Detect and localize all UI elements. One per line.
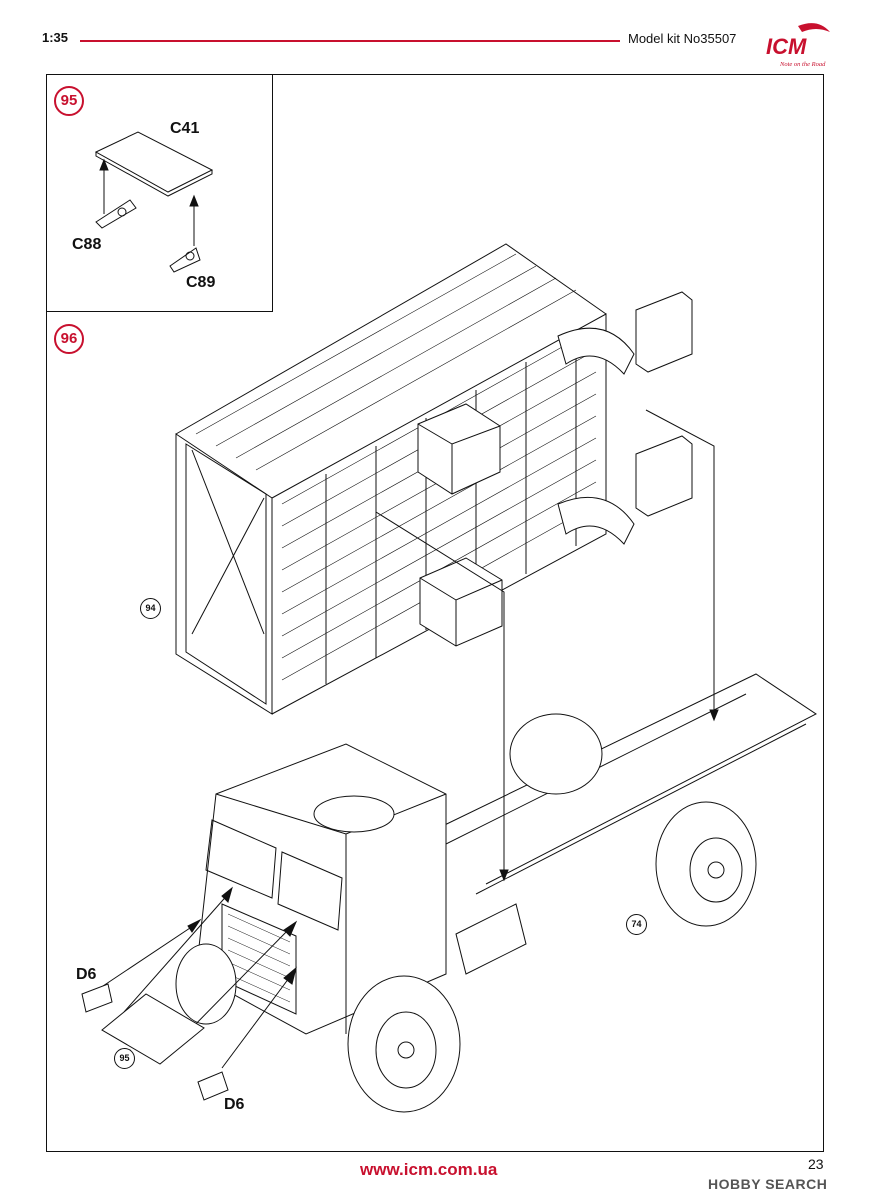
cargo-body-shape	[175, 243, 607, 715]
step-96-leaders	[375, 409, 719, 882]
part-label-c89: C89	[186, 274, 216, 291]
part-c88-shape	[95, 199, 137, 229]
part-label-c88: C88	[72, 236, 102, 253]
header-rule	[80, 40, 620, 42]
watermark: HOBBY SEARCH	[708, 1176, 828, 1192]
chassis-shape	[425, 673, 817, 927]
part-d6-left-shape	[81, 983, 113, 1013]
part-c89-shape	[169, 247, 201, 273]
ref-step-95-badge: 95	[114, 1048, 135, 1069]
rear-racks	[557, 291, 693, 545]
brand-tagline: Note on the Road	[779, 61, 826, 68]
ref-step-74-badge: 74	[626, 914, 647, 935]
icm-logo: ICM Note on the Road	[766, 23, 830, 68]
kit-number: Model kit No35507	[628, 31, 737, 46]
assembly-drawing	[81, 131, 817, 1113]
instruction-frame	[46, 74, 824, 1152]
part-label-d6-right: D6	[224, 1096, 245, 1113]
jerrycan-rack-upper	[417, 403, 501, 495]
cab-shape	[175, 743, 527, 1113]
scale-label: 1:35	[42, 30, 69, 45]
front-part-arrows	[93, 886, 298, 1069]
jerrycan-rack-lower	[419, 557, 503, 647]
step-95-panel	[46, 74, 273, 312]
website-link[interactable]: www.icm.com.ua	[360, 1160, 498, 1179]
step-95-arrows	[99, 158, 199, 246]
part-d6-right-shape	[197, 1071, 229, 1101]
page-number: 23	[808, 1156, 824, 1172]
part-c41-shape	[94, 131, 214, 197]
step-96-badge: 96	[54, 324, 84, 354]
brand-text: ICM	[766, 34, 807, 59]
step-95-badge: 95	[54, 86, 84, 116]
part-label-d6-left: D6	[76, 966, 97, 983]
part-95-plate-shape	[101, 993, 205, 1065]
ref-step-94-badge: 94	[140, 598, 161, 619]
part-label-c41: C41	[170, 120, 200, 137]
